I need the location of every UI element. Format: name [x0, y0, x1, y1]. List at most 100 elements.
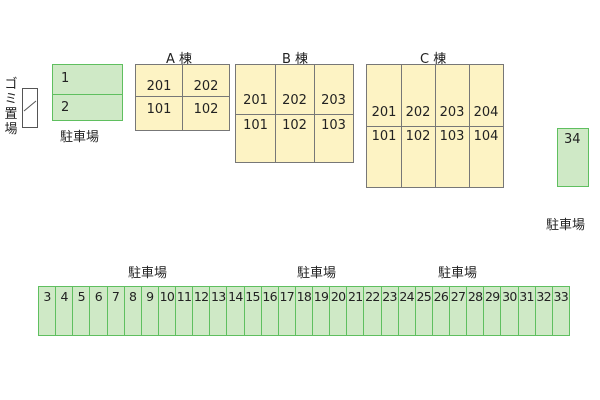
trash-label-char: ミ — [4, 92, 18, 107]
parking-space-number: 4 — [60, 289, 69, 304]
parking-space-number: 7 — [111, 289, 120, 304]
building-b-title: B 棟 — [282, 52, 309, 67]
room-a-101: 101 — [146, 102, 172, 117]
parking-space-number: 12 — [193, 289, 209, 304]
parking-space-number: 18 — [296, 289, 312, 304]
parking-space-number: 21 — [347, 289, 363, 304]
parking-space-number: 9 — [146, 289, 154, 304]
parking-space: 32 — [534, 286, 553, 336]
parking-space: 28 — [466, 286, 485, 336]
parking-space: 19 — [312, 286, 331, 336]
room-c-204: 204 — [473, 105, 499, 120]
parking-space: 11 — [175, 286, 194, 336]
parking-space: 24 — [397, 286, 416, 336]
parking-label: 駐車場 — [438, 266, 478, 281]
trash-label-char: 場 — [4, 122, 18, 137]
parking-space-number: 8 — [129, 289, 137, 304]
room-b-202: 202 — [282, 93, 307, 108]
parking-space-number: 26 — [433, 289, 449, 304]
parking-space: 34 — [557, 128, 589, 187]
parking-space-number: 23 — [382, 289, 397, 304]
parking-space: 18 — [294, 286, 313, 336]
parking-space-number: 5 — [77, 289, 86, 304]
parking-space: 25 — [414, 286, 433, 336]
parking-space-number: 6 — [94, 289, 103, 304]
room-a-102: 102 — [193, 102, 219, 117]
parking-space: 29 — [483, 286, 502, 336]
parking-space: 6 — [89, 286, 108, 336]
parking-space: 5 — [72, 286, 91, 336]
parking-space-number: 24 — [399, 289, 415, 304]
parking-space: 27 — [449, 286, 468, 336]
parking-label: 駐車場 — [60, 130, 100, 145]
parking-label: 駐車場 — [546, 218, 586, 233]
room-b-102: 102 — [282, 118, 307, 133]
parking-space: 15 — [243, 286, 262, 336]
building-c-title: C 棟 — [420, 52, 447, 67]
parking-space-number: 13 — [210, 289, 226, 304]
parking-space: 22 — [363, 286, 382, 336]
parking-space: 1 — [52, 64, 123, 95]
parking-space: 7 — [106, 286, 125, 336]
parking-space-number: 16 — [262, 289, 278, 304]
parking-space: 26 — [431, 286, 450, 336]
room-c-101: 101 — [371, 129, 397, 144]
trash-box — [22, 88, 38, 128]
parking-space-number: 25 — [416, 289, 432, 304]
parking-space-number: 20 — [330, 289, 346, 304]
parking-space: 23 — [380, 286, 399, 336]
parking-space: 2 — [52, 94, 123, 121]
room-c-202: 202 — [405, 105, 431, 120]
trash-label-char: 置 — [4, 107, 18, 122]
parking-space-number: 15 — [245, 289, 260, 304]
parking-space-number: 33 — [553, 289, 569, 304]
room-b-103: 103 — [321, 118, 346, 133]
parking-space: 33 — [551, 286, 570, 336]
parking-space-number: 31 — [519, 289, 534, 304]
parking-space-number: 14 — [228, 289, 243, 304]
building-b: 201 202 203 101 102 103 — [235, 64, 354, 163]
parking-space: 31 — [517, 286, 536, 336]
room-a-201: 201 — [146, 79, 172, 94]
room-a-202: 202 — [193, 79, 219, 94]
trash-label-char: ゴ — [4, 77, 18, 92]
building-c: 201 202 203 204 101 102 103 104 — [366, 64, 504, 188]
parking-space-number: 10 — [159, 289, 175, 304]
parking-space: 21 — [346, 286, 365, 336]
parking-space-number: 30 — [502, 289, 517, 304]
parking-label: 駐車場 — [297, 266, 337, 281]
room-c-104: 104 — [473, 129, 499, 144]
parking-space-number: 11 — [176, 289, 192, 304]
room-c-103: 103 — [439, 129, 465, 144]
parking-space: 10 — [157, 286, 176, 336]
building-a: 201 202 101 102 — [135, 64, 230, 131]
parking-space: 3 — [38, 286, 57, 336]
parking-space-number: 34 — [564, 132, 581, 147]
parking-space: 14 — [226, 286, 245, 336]
parking-space-number: 1 — [61, 71, 70, 86]
room-c-102: 102 — [405, 129, 431, 144]
parking-space-number: 17 — [279, 289, 295, 304]
parking-space-number: 3 — [43, 289, 51, 304]
parking-space-number: 28 — [467, 289, 483, 304]
parking-space: 9 — [140, 286, 159, 336]
parking-space-number: 29 — [484, 289, 500, 304]
parking-space: 20 — [329, 286, 348, 336]
parking-space: 12 — [192, 286, 211, 336]
parking-space-number: 22 — [365, 289, 380, 304]
parking-space: 16 — [260, 286, 279, 336]
room-c-203: 203 — [439, 105, 465, 120]
room-c-201: 201 — [371, 105, 397, 120]
parking-space-number: 32 — [536, 289, 552, 304]
parking-space-number: 19 — [313, 289, 329, 304]
parking-label: 駐車場 — [128, 266, 168, 281]
building-a-title: A 棟 — [166, 52, 193, 67]
room-b-101: 101 — [243, 118, 268, 133]
parking-space-number: 2 — [61, 100, 70, 115]
parking-space: 30 — [500, 286, 519, 336]
parking-space: 17 — [277, 286, 296, 336]
parking-space: 4 — [55, 286, 74, 336]
room-b-203: 203 — [321, 93, 346, 108]
room-b-201: 201 — [243, 93, 268, 108]
